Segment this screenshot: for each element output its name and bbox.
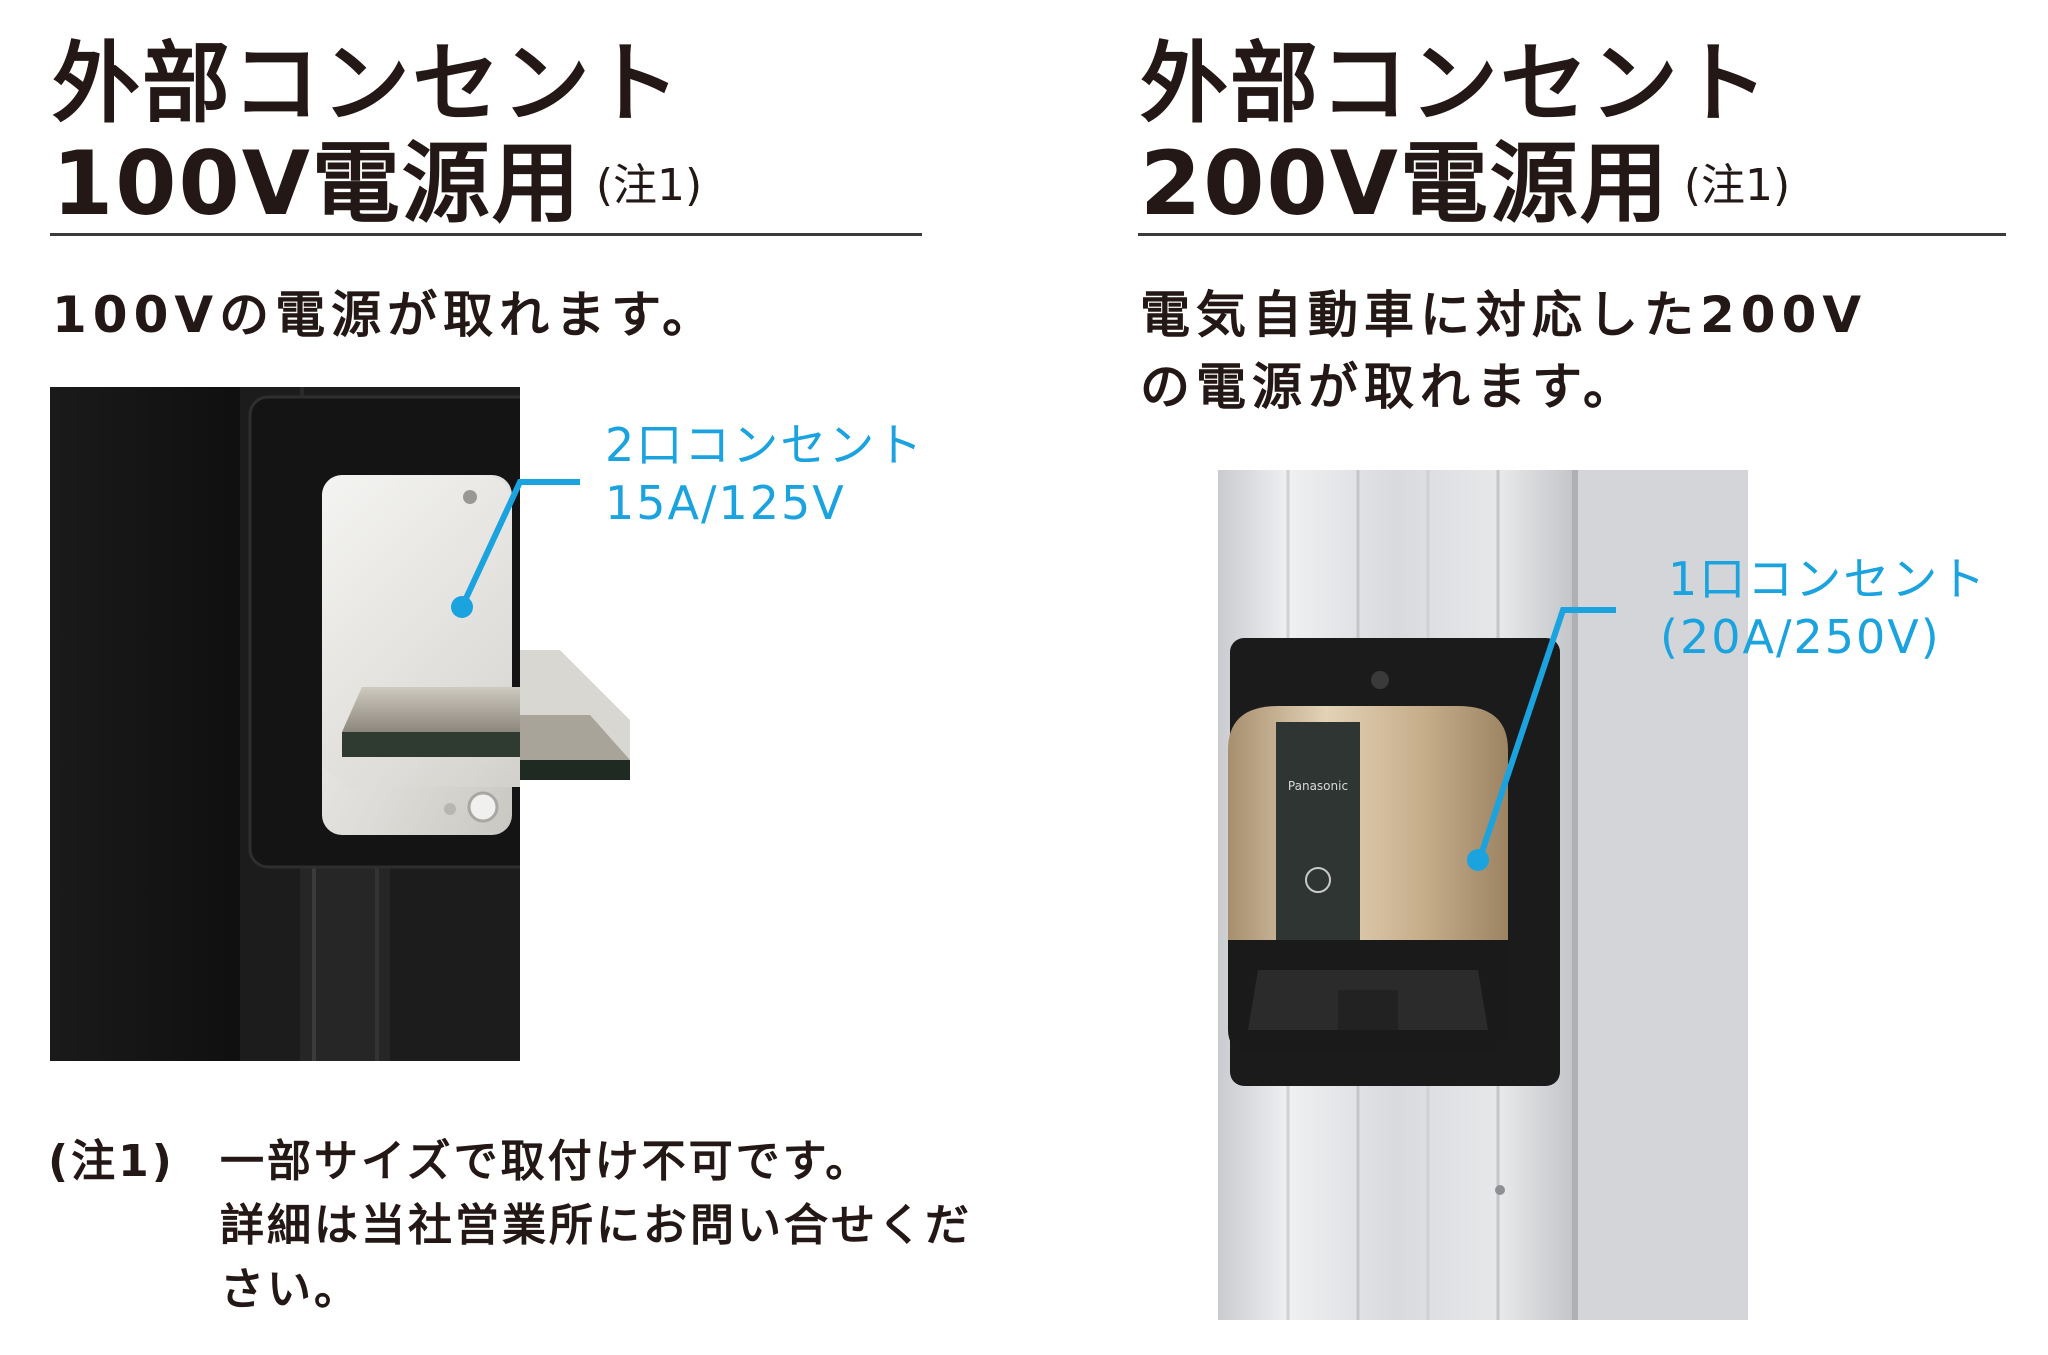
left-title-line1: 外部コンセント bbox=[52, 32, 683, 135]
outlet-100v-photo bbox=[50, 387, 520, 1061]
left-callout-line1: 2口コンセント bbox=[605, 418, 925, 472]
left-callout-leader bbox=[459, 479, 580, 609]
left-title-line2: 100V電源用(注1) bbox=[52, 140, 702, 228]
right-callout-leader bbox=[1477, 607, 1616, 859]
right-title-rule bbox=[1138, 233, 2006, 236]
right-title-line1: 外部コンセント bbox=[1140, 32, 1771, 135]
outlet-100v-cover-overhang bbox=[520, 650, 630, 780]
right-title-line2: 200V電源用(注1) bbox=[1140, 140, 1790, 228]
right-callout-line2: (20A/250V) bbox=[1660, 610, 1941, 664]
left-title-rule bbox=[50, 233, 922, 236]
footnote-line3: さい。 bbox=[220, 1264, 361, 1315]
right-description-line2: の電源が取れます。 bbox=[1140, 358, 1639, 416]
footnote-label: (注1) bbox=[48, 1136, 175, 1187]
outlet-brand-label: Panasonic bbox=[1288, 779, 1348, 793]
right-title-note: (注1) bbox=[1683, 160, 1791, 211]
footnote-line2: 詳細は当社営業所にお問い合せくだ bbox=[220, 1200, 972, 1251]
right-description-line1: 電気自動車に対応した200V bbox=[1140, 286, 1868, 344]
right-title-main: 200V電源用 bbox=[1140, 132, 1670, 235]
left-title-main: 100V電源用 bbox=[52, 132, 582, 235]
left-callout-line2: 15A/125V bbox=[605, 476, 846, 530]
left-title-note: (注1) bbox=[595, 160, 703, 211]
left-description: 100Vの電源が取れます。 bbox=[52, 286, 719, 344]
footnote-line1: 一部サイズで取付け不可です。 bbox=[220, 1136, 873, 1187]
right-callout-line1: 1口コンセント bbox=[1668, 552, 1988, 606]
